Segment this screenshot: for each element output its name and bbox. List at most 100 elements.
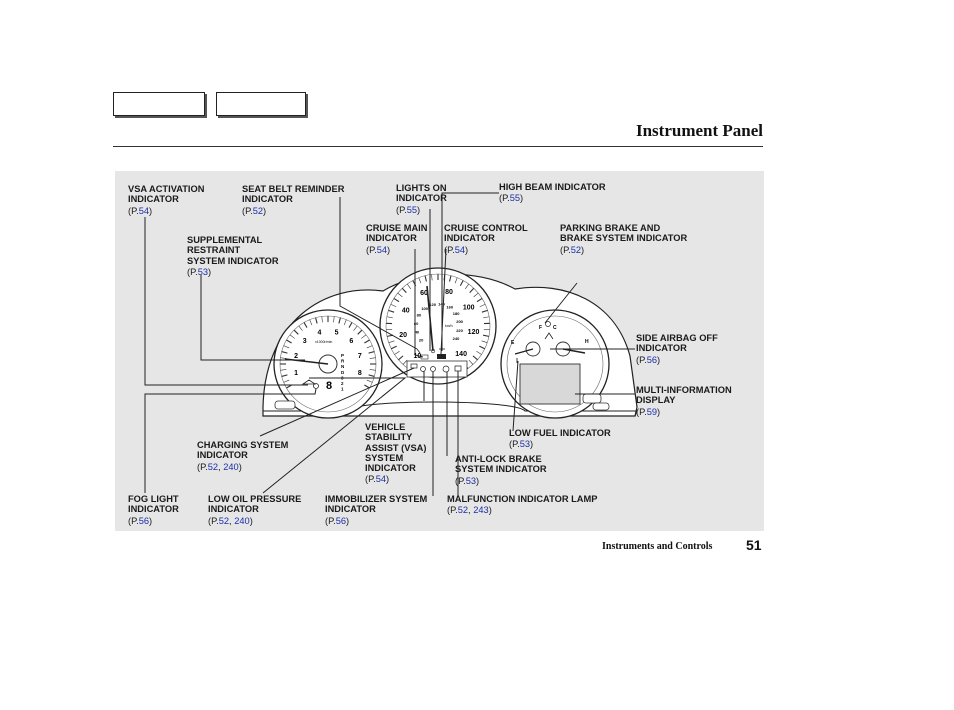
gauge-tick [281, 374, 288, 377]
label-line: SUPPLEMENTAL [187, 235, 263, 245]
leader-fog [144, 388, 317, 493]
page-link[interactable]: 53 [197, 266, 209, 277]
page-link[interactable]: 52 [457, 505, 469, 516]
page-link[interactable]: 54 [376, 244, 388, 255]
page-link[interactable]: 59 [646, 406, 658, 417]
gauge-tick [481, 340, 488, 343]
page-reference: (P.56) [128, 516, 179, 526]
page-link[interactable]: 54 [375, 474, 387, 485]
page-reference: (P.59) [636, 407, 732, 417]
ref-suffix: ) [417, 204, 421, 215]
gauge-tick [315, 317, 318, 324]
gauge-tick [386, 316, 393, 319]
gauge-tick [348, 322, 353, 328]
ref-prefix: (P. [325, 515, 336, 526]
page-link[interactable]: 54 [138, 205, 150, 216]
page-link[interactable]: 53 [519, 439, 531, 450]
ref-suffix: ) [465, 244, 469, 255]
gauge-tick [393, 297, 400, 303]
page-link[interactable]: 56 [335, 515, 347, 526]
gauge-tick [364, 339, 370, 344]
ref-prefix: (P. [560, 244, 571, 255]
gauge-number: 120 [468, 329, 480, 336]
nav-button-table-of-contents[interactable] [216, 92, 306, 116]
label-line: INDICATOR [208, 504, 259, 515]
gauge-number: 80 [417, 312, 422, 317]
ref-prefix: (P. [499, 193, 510, 204]
page-link[interactable]: 56 [646, 354, 658, 365]
label-line: SEAT BELT REMINDER [242, 184, 345, 194]
leader-charging [259, 367, 415, 437]
page-link[interactable]: 240 [223, 461, 239, 472]
low-oil-icon [301, 379, 317, 385]
page-link[interactable]: 240 [234, 515, 250, 526]
cruise-control-icon [437, 354, 446, 359]
page-reference: (P.52, 243) [447, 505, 597, 515]
seat-belt-icon [416, 348, 421, 354]
label-line: INDICATOR [366, 233, 417, 244]
gear-letter: R [341, 359, 345, 364]
page-link[interactable]: 55 [509, 193, 521, 204]
gear-letter: 2 [341, 381, 344, 386]
page-link[interactable]: 243 [473, 505, 489, 516]
page-link[interactable]: 52 [218, 515, 230, 526]
label-line: CRUISE CONTROL [444, 223, 528, 233]
ref-suffix: ) [263, 205, 267, 216]
label-line: SYSTEM INDICATOR [187, 255, 279, 266]
gauge-number: 220 [456, 328, 463, 333]
page-link[interactable]: 52 [252, 205, 264, 216]
ref-separator: , [229, 515, 235, 526]
page-reference: (P.52) [560, 245, 687, 255]
ref-suffix: ) [386, 474, 390, 485]
ref-suffix: ) [346, 515, 350, 526]
gauge-tick [483, 316, 490, 319]
gauge-number: 60 [414, 321, 419, 326]
fuel-full-mark: F [539, 325, 542, 331]
gauge-number: 10 [413, 353, 421, 360]
gauge-tick [481, 309, 488, 313]
leader-seatbelt [339, 197, 418, 350]
nav-button-main-menu[interactable] [113, 92, 205, 116]
label-line: SYSTEM INDICATOR [455, 464, 547, 475]
label-line: CRUISE MAIN [366, 223, 428, 233]
label-high-beam: HIGH BEAM INDICATOR(P.55) [499, 182, 606, 204]
ref-prefix: (P. [187, 266, 198, 277]
ref-suffix: ) [208, 266, 212, 277]
label-line: FOG LIGHT [128, 494, 179, 504]
page-reference: (P.54) [444, 245, 528, 255]
gauge-tick [369, 357, 376, 359]
leader-vsa [144, 217, 308, 386]
gauge-number: 180 [453, 311, 460, 316]
ref-prefix: (P. [197, 461, 208, 472]
gauge-tick [361, 334, 367, 339]
label-line: INDICATOR [325, 504, 376, 515]
page-link[interactable]: 52 [570, 244, 582, 255]
gauge-tick [472, 355, 478, 361]
page-link[interactable]: 56 [138, 515, 150, 526]
gauge-tick [479, 303, 486, 308]
ref-prefix: (P. [366, 244, 377, 255]
page-link[interactable]: 54 [454, 244, 466, 255]
gauge-tick [368, 351, 375, 354]
gauge-tick [366, 345, 373, 349]
gauge-tick [338, 317, 341, 324]
label-line: STABILITY [365, 432, 413, 443]
ref-suffix: ) [387, 244, 391, 255]
ref-separator: , [468, 505, 474, 516]
gauge-tick [281, 351, 288, 354]
gauge-number: 140 [455, 351, 467, 358]
gauge-number: 6 [349, 338, 353, 345]
page-link[interactable]: 52 [207, 461, 219, 472]
ref-suffix: ) [657, 406, 661, 417]
ref-suffix: ) [657, 354, 661, 365]
page-link[interactable]: 53 [465, 475, 477, 486]
page-link[interactable]: 55 [406, 204, 418, 215]
gear-display: 8 [326, 380, 332, 392]
